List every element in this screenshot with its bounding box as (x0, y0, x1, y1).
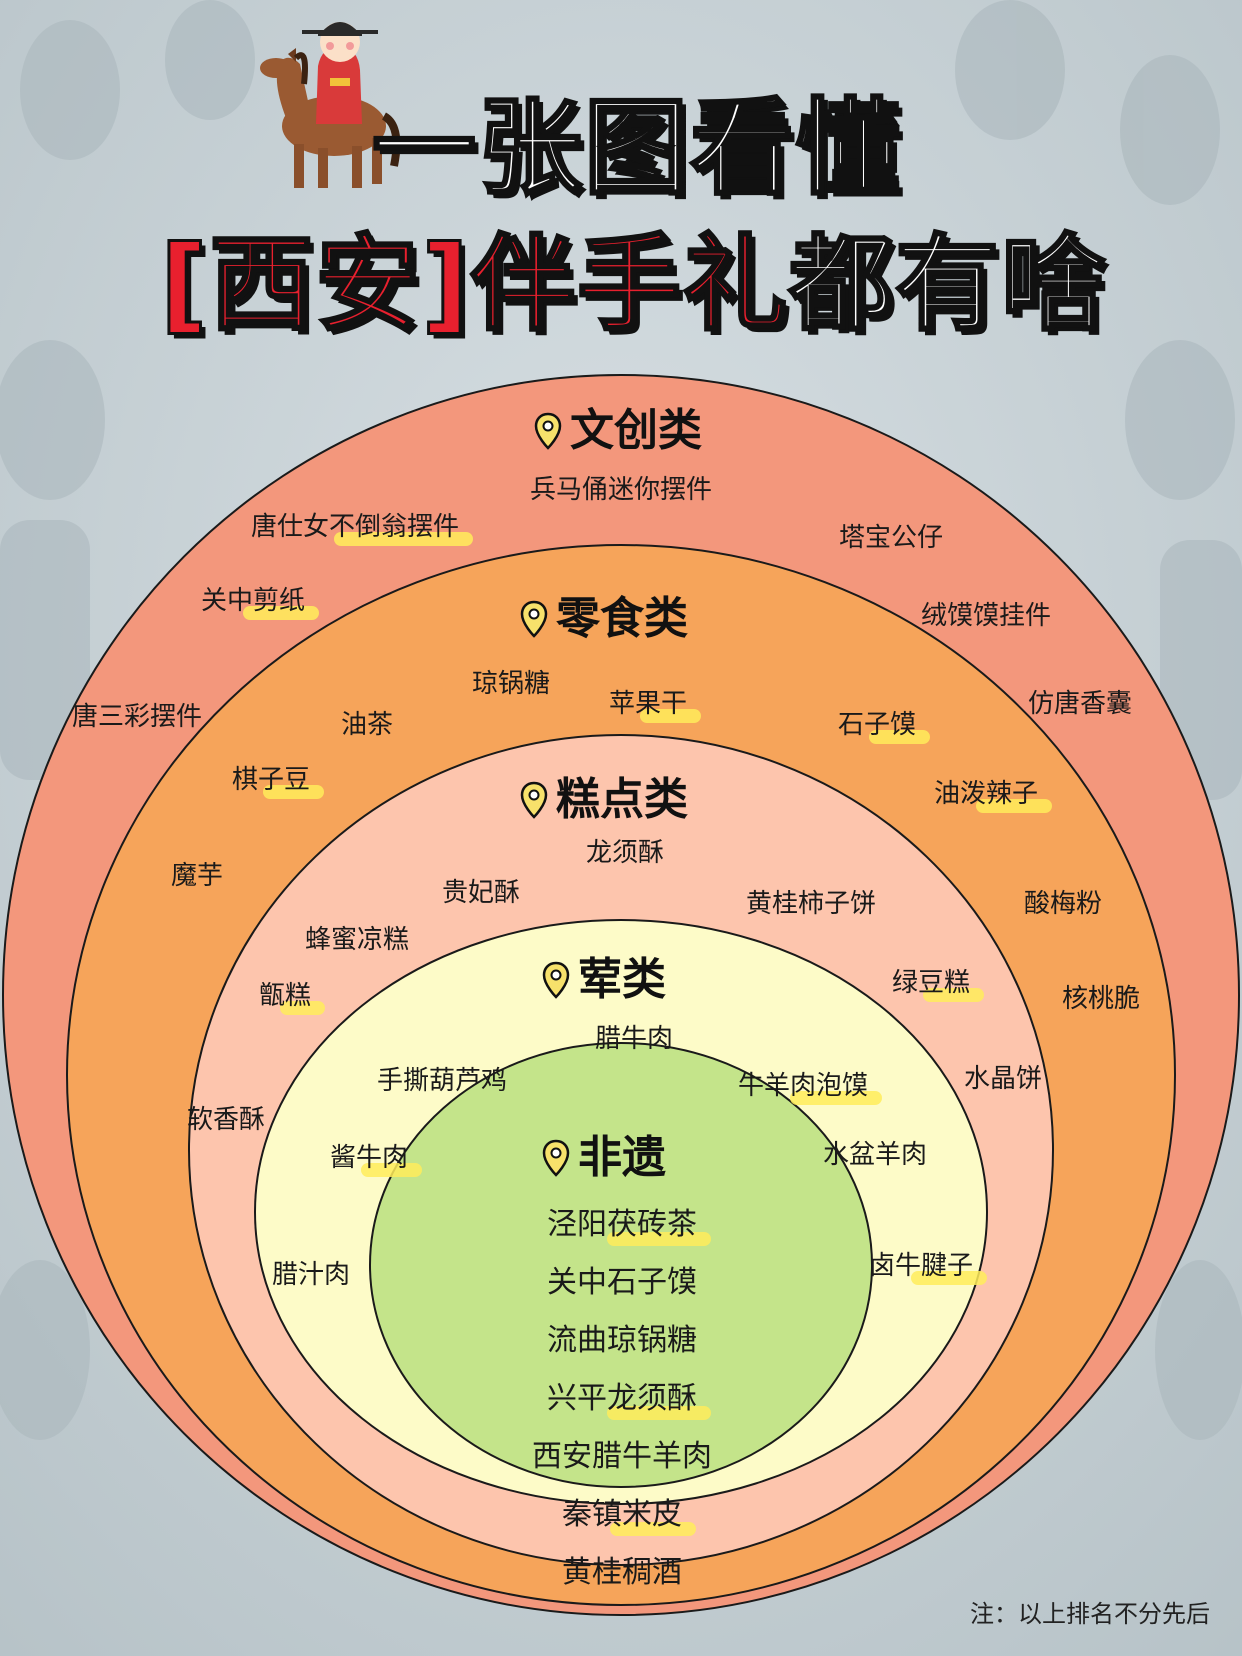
item-gaodian: 绿豆糕 (891, 968, 985, 1002)
item-hun: 卤牛腱子 (868, 1251, 988, 1285)
item-wenchuang: 唐三彩摆件 (71, 702, 203, 732)
item-wenchuang: 绒馍馍挂件 (920, 601, 1052, 631)
item-feiyi: 关中石子馍 (547, 1265, 697, 1300)
category-label: 荤类 (578, 954, 666, 1005)
item-gaodian: 黄桂柿子饼 (745, 889, 877, 919)
item-lingshi: 油泼辣子 (933, 779, 1053, 813)
page-title-line1: 一张图看懂 (370, 87, 903, 209)
mascot-rider-icon (260, 22, 401, 188)
location-pin-icon (542, 1139, 570, 1177)
location-pin-icon (542, 961, 570, 999)
item-lingshi: 酸梅粉 (1023, 889, 1103, 919)
item-lingshi: 魔芋 (170, 861, 224, 891)
item-feiyi: 泾阳茯砖茶 (547, 1207, 711, 1246)
item-lingshi: 苹果干 (608, 689, 702, 723)
title-suffix: 都有啥 (788, 223, 1108, 345)
item-lingshi: 琼锅糖 (471, 669, 551, 699)
item-wenchuang: 塔宝公仔 (838, 523, 944, 553)
item-lingshi: 核桃脆 (1061, 984, 1141, 1014)
title-highlight: [西安]伴手礼 (158, 223, 790, 345)
item-gaodian: 贵妃酥 (441, 878, 521, 908)
item-hun: 牛羊肉泡馍 (737, 1071, 883, 1105)
item-feiyi: 秦镇米皮 (562, 1497, 696, 1536)
item-hun: 腊汁肉 (271, 1260, 351, 1290)
item-lingshi: 棋子豆 (231, 765, 325, 799)
category-label: 文创类 (570, 405, 702, 456)
category-feiyi: 非遗 (542, 1136, 666, 1180)
item-lingshi: 石子馍 (837, 710, 931, 744)
category-lingshi: 零食类 (520, 597, 688, 641)
item-feiyi: 西安腊牛羊肉 (532, 1439, 712, 1474)
item-lingshi: 油茶 (340, 710, 394, 740)
item-feiyi: 流曲琼锅糖 (547, 1323, 697, 1358)
location-pin-icon (534, 412, 562, 450)
page-title-line2: [西安]伴手礼都有啥 (158, 231, 1107, 338)
item-hun: 腊牛肉 (594, 1024, 674, 1054)
location-pin-icon (520, 781, 548, 819)
category-label: 非遗 (578, 1132, 666, 1183)
location-pin-icon (520, 600, 548, 638)
item-lingshi: 水晶饼 (963, 1064, 1043, 1094)
category-wenchuang: 文创类 (534, 409, 702, 453)
item-gaodian: 龙须酥 (585, 838, 665, 868)
footnote: 注：以上排名不分先后 (970, 1600, 1210, 1628)
item-wenchuang: 唐仕女不倒翁摆件 (250, 512, 474, 546)
category-label: 糕点类 (556, 774, 688, 825)
category-label: 零食类 (556, 593, 688, 644)
item-wenchuang: 关中剪纸 (200, 586, 320, 620)
ring-feiyi (369, 1042, 873, 1488)
item-gaodian: 蜂蜜凉糕 (304, 925, 410, 955)
category-hun: 荤类 (542, 958, 666, 1002)
item-wenchuang: 仿唐香囊 (1027, 689, 1133, 719)
category-gaodian: 糕点类 (520, 778, 688, 822)
item-gaodian: 甑糕 (258, 981, 326, 1015)
item-feiyi: 兴平龙须酥 (547, 1381, 711, 1420)
item-hun: 水盆羊肉 (822, 1140, 928, 1170)
item-feiyi: 黄桂稠酒 (562, 1555, 682, 1590)
item-gaodian: 软香酥 (186, 1105, 266, 1135)
item-wenchuang: 兵马俑迷你摆件 (529, 475, 713, 505)
item-hun: 手撕葫芦鸡 (376, 1066, 508, 1096)
item-hun: 酱牛肉 (329, 1143, 423, 1177)
